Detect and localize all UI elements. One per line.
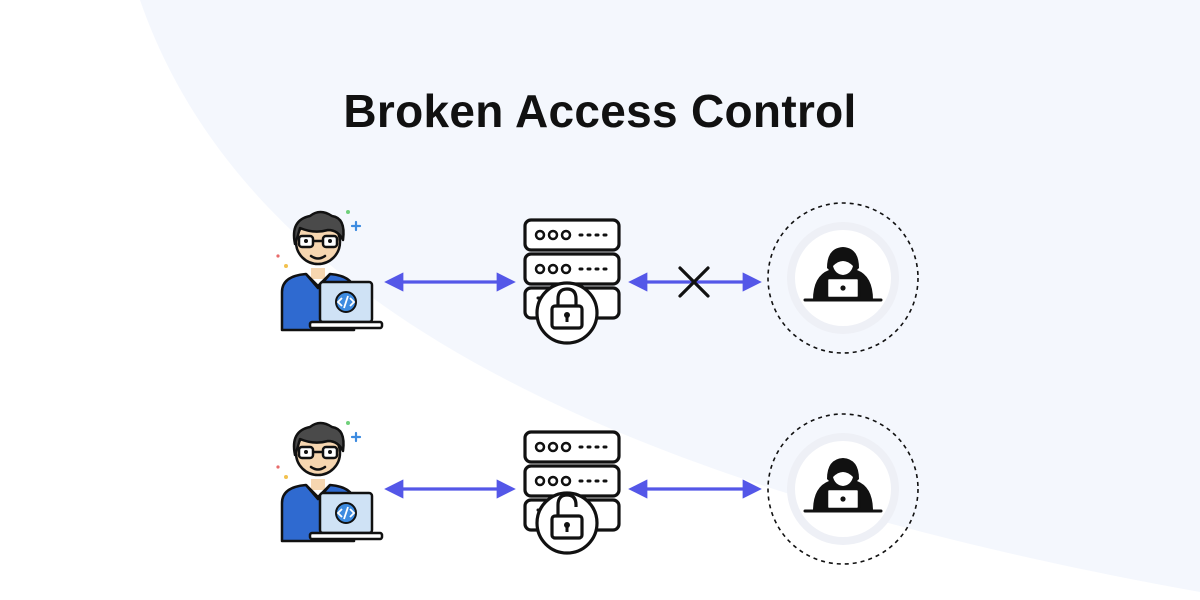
page-title: Broken Access Control: [343, 85, 857, 137]
hooded-hacker-icon: [766, 412, 920, 566]
server-with-locked-padlock-icon: [523, 218, 621, 345]
background-panel: [140, 0, 1200, 592]
hooded-hacker-icon: [766, 201, 920, 355]
developer-with-laptop-icon: [275, 419, 384, 543]
row-protected: [275, 201, 920, 355]
cross-icon: [678, 266, 710, 298]
developer-with-laptop-icon: [275, 208, 384, 332]
row-broken: [275, 412, 920, 566]
server-with-unlocked-padlock-icon: [523, 430, 621, 555]
